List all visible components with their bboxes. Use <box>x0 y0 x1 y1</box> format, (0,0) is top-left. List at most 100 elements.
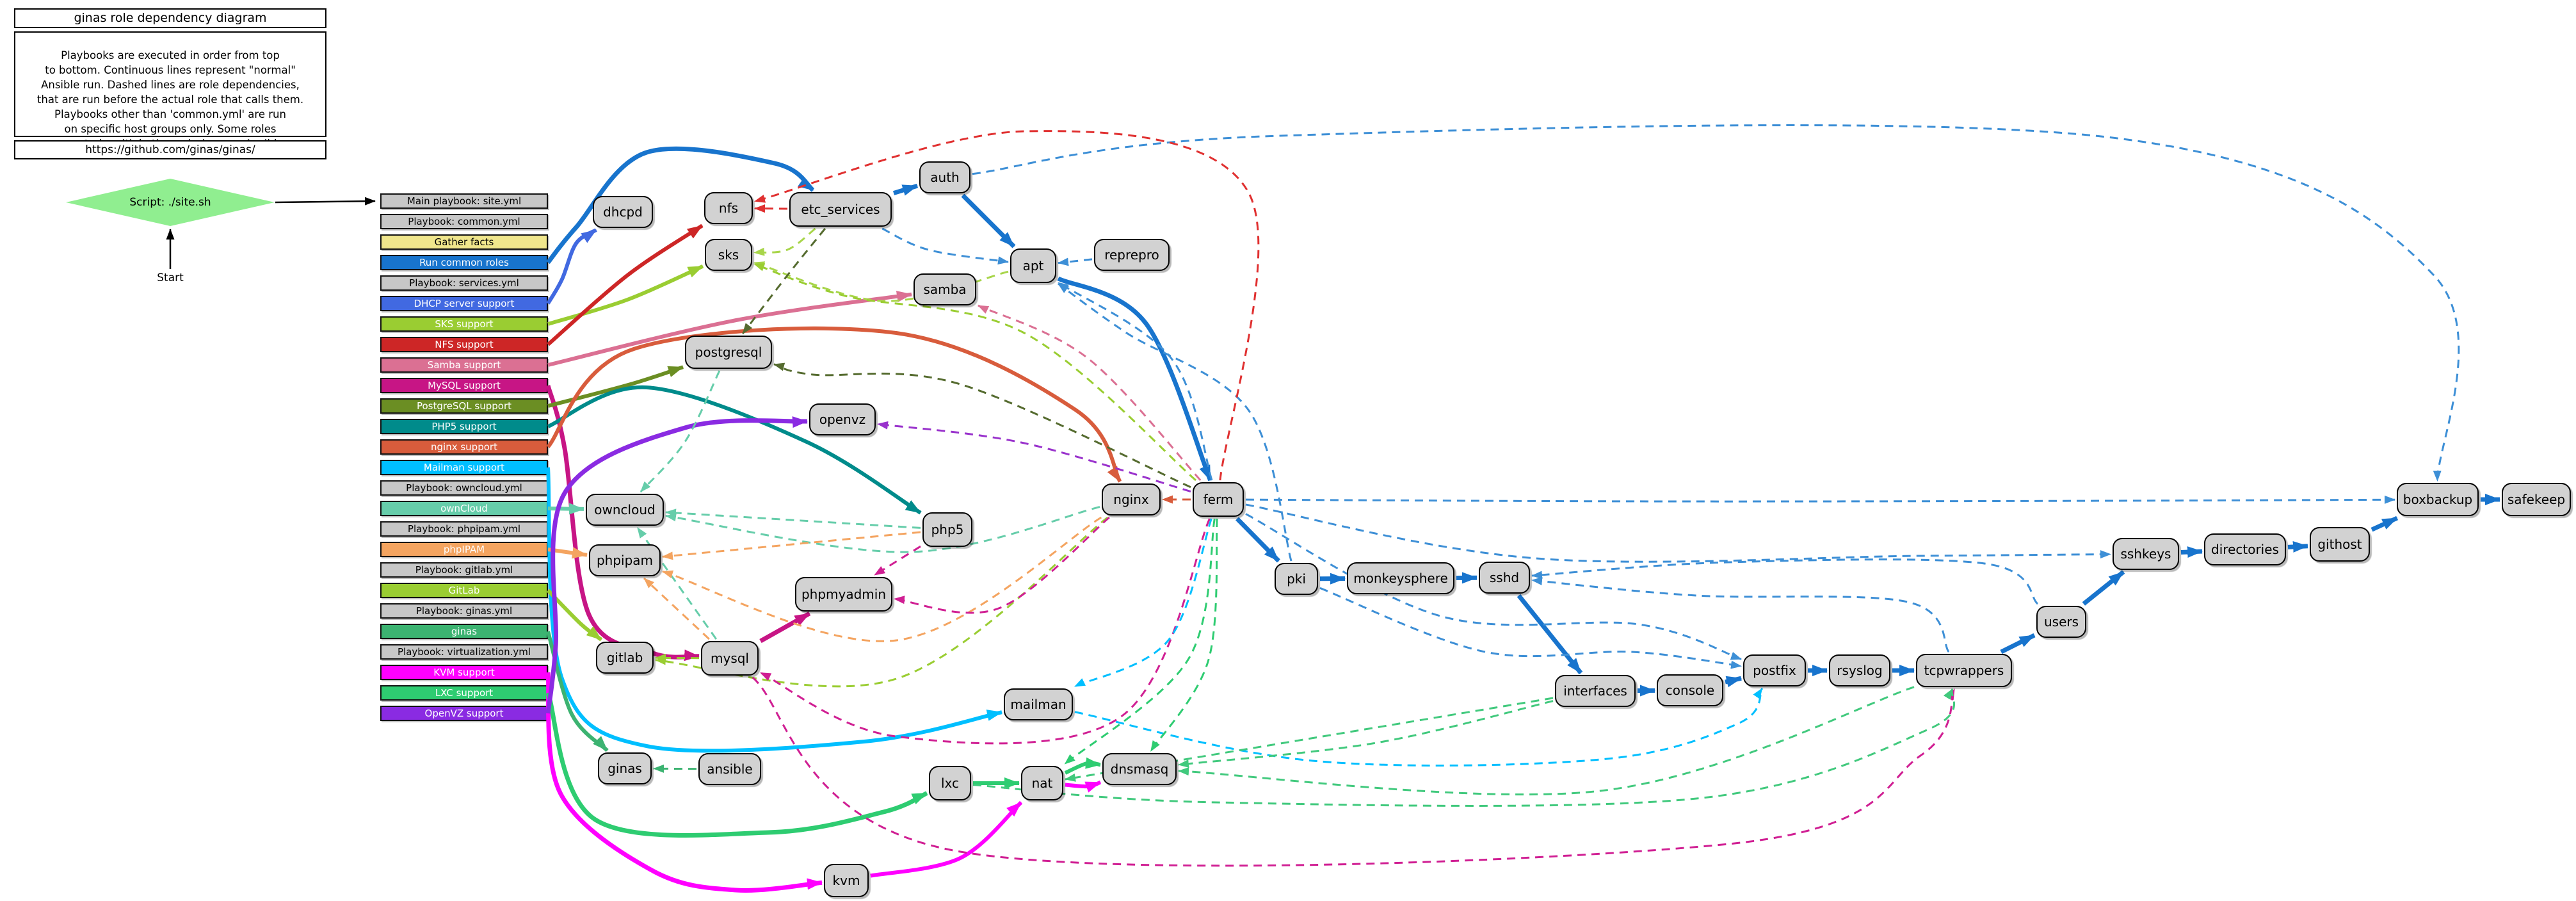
graph-node-pki: pki <box>1275 563 1318 595</box>
edge-pb21-to-ginas <box>546 631 609 752</box>
edge-auth-to-apt <box>961 193 1016 248</box>
edge-pb12-to-nginx <box>546 326 1122 483</box>
graph-node-nginx: nginx <box>1102 483 1161 515</box>
edge-ferm-to-nfs <box>754 130 1260 481</box>
graph-node-gitlab: gitlab <box>596 642 654 674</box>
edge-kvm-to-nat <box>870 800 1023 878</box>
edge-ferm-to-pki <box>1236 517 1280 563</box>
edge-ferm-to-sshkeys <box>1245 503 2111 563</box>
graph-node-owncloud: owncloud <box>586 494 664 526</box>
edge-etc_services-to-apt <box>881 227 1009 265</box>
graph-node-ginas: ginas <box>598 752 652 784</box>
playbook-box-samba-support: Samba support <box>380 357 548 373</box>
edge-mysql-to-phpmyadmin <box>759 611 811 644</box>
diagram-url: https://github.com/ginas/ginas/ <box>85 143 255 156</box>
playbook-box-gitlab: GitLab <box>380 583 548 598</box>
start-label: Start <box>157 272 184 284</box>
graph-node-kvm: kvm <box>824 864 869 897</box>
edge-pb5-to-dhcpd <box>546 228 597 305</box>
edge-apt-to-sks <box>753 261 1009 302</box>
graph-node-mailman: mailman <box>1004 688 1073 720</box>
edge-php5-to-phpmyadmin <box>874 545 921 576</box>
edge-nat-to-dnsmasq <box>1064 757 1101 775</box>
edge-tcpwrappers-to-users <box>2000 633 2036 654</box>
edge-nat-to-dnsmasq <box>1065 780 1102 793</box>
graph-node-users: users <box>2036 606 2086 638</box>
graph-node-lxc: lxc <box>929 766 971 800</box>
edge-users-to-sshkeys <box>2082 570 2125 606</box>
edge-console-to-postfix <box>1725 676 1742 688</box>
playbook-box-ginas: ginas <box>380 624 548 639</box>
edge-pb3-to-etc_services <box>546 146 815 264</box>
edge-githost-to-boxbackup <box>2371 515 2399 532</box>
graph-node-samba: samba <box>914 273 976 305</box>
playbook-box-sks-support: SKS support <box>380 316 548 332</box>
edge-tcpwrappers-to-sshd <box>1531 577 1950 653</box>
edge-ferm-to-postfix <box>1245 513 1742 660</box>
graph-node-php5: php5 <box>922 512 972 547</box>
edge-pki-to-postfix <box>1319 587 1742 669</box>
graph-node-phpmyadmin: phpmyadmin <box>795 577 892 612</box>
graph-node-dhcpd: dhcpd <box>593 196 653 228</box>
diagram-title: ginas role dependency diagram <box>74 11 267 25</box>
graph-node-dnsmasq: dnsmasq <box>1102 753 1177 785</box>
edge-ferm-to-postgresql <box>773 362 1191 489</box>
edge-ferm-to-sks <box>753 263 1197 482</box>
graph-node-openvz: openvz <box>809 403 876 435</box>
edge-etc_services-to-sks <box>753 227 816 256</box>
playbook-box-main-playbook-site-yml: Main playbook: site.yml <box>380 193 548 209</box>
edge-tcpwrappers-to-dnsmasq <box>1178 686 1915 796</box>
edge-ferm-to-apt <box>1058 281 1213 481</box>
script-to-playbook-arrow <box>275 197 376 206</box>
edge-etc_services-to-postgresql <box>742 228 826 334</box>
edge-mysql-to-phpipam <box>643 577 710 640</box>
playbook-box-gather-facts: Gather facts <box>380 234 548 250</box>
graph-node-postgresql: postgresql <box>685 336 772 369</box>
playbook-box-nginx-support: nginx support <box>380 439 548 455</box>
graph-node-sks: sks <box>705 239 752 271</box>
playbook-box-nfs-support: NFS support <box>380 337 548 352</box>
playbook-box-playbook-ginas-yml: Playbook: ginas.yml <box>380 603 548 619</box>
edge-nginx-to-owncloud <box>665 506 1100 553</box>
graph-node-directories: directories <box>2204 533 2286 565</box>
graph-node-nfs: nfs <box>704 192 753 224</box>
script-diamond-label: Script: ./site.sh <box>129 196 211 209</box>
playbook-box-openvz-support: OpenVZ support <box>380 706 548 721</box>
playbook-box-kvm-support: KVM support <box>380 665 548 680</box>
graph-node-ferm: ferm <box>1193 482 1244 517</box>
edge-ferm-to-mailman <box>1074 518 1212 688</box>
graph-node-monkeysphere: monkeysphere <box>1347 562 1454 594</box>
graph-node-interfaces: interfaces <box>1555 675 1636 707</box>
edge-directories-to-githost <box>2287 540 2308 553</box>
graph-node-githost: githost <box>2310 527 2370 562</box>
edge-ferm-to-nat <box>1064 518 1216 765</box>
edge-ferm-to-dnsmasq <box>1150 518 1218 752</box>
edge-auth-to-boxbackup <box>972 124 2460 482</box>
playbook-box-lxc-support: LXC support <box>380 685 548 701</box>
playbook-box-mysql-support: MySQL support <box>380 378 548 393</box>
edge-etc_services-to-auth <box>892 183 919 196</box>
edge-pb25-to-openvz <box>545 416 808 714</box>
edge-interfaces-to-dnsmasq <box>1178 700 1554 768</box>
graph-node-sshd: sshd <box>1479 562 1530 594</box>
playbook-box-phpipam: phpIPAM <box>380 542 548 557</box>
graph-node-boxbackup: boxbackup <box>2397 483 2479 516</box>
edge-ferm-to-samba <box>978 304 1202 482</box>
edge-apt-to-ferm <box>1057 276 1212 482</box>
graph-node-rsyslog: rsyslog <box>1829 654 1890 686</box>
graph-node-console: console <box>1657 674 1723 706</box>
edge-sshd-to-interfaces <box>1517 594 1583 675</box>
edge-pb24-to-lxc <box>545 692 928 838</box>
edge-nginx-to-phpmyadmin <box>894 516 1110 614</box>
graph-node-nat: nat <box>1021 766 1063 800</box>
edge-pb7-to-nfs <box>547 223 704 346</box>
diagram-url-box: https://github.com/ginas/ginas/ <box>14 140 326 159</box>
edge-etc_services-to-nfs <box>754 204 788 213</box>
edge-mysql-to-tcpwrappers <box>752 676 1956 867</box>
edge-php5-to-phpipam <box>662 531 921 560</box>
graph-node-phpipam: phpipam <box>589 544 661 576</box>
playbook-box-playbook-services-yml: Playbook: services.yml <box>380 275 548 291</box>
edge-ferm-to-boxbackup <box>1245 495 2395 504</box>
edge-pb15-to-owncloud <box>547 503 584 515</box>
playbook-box-run-common-roles: Run common roles <box>380 255 548 270</box>
